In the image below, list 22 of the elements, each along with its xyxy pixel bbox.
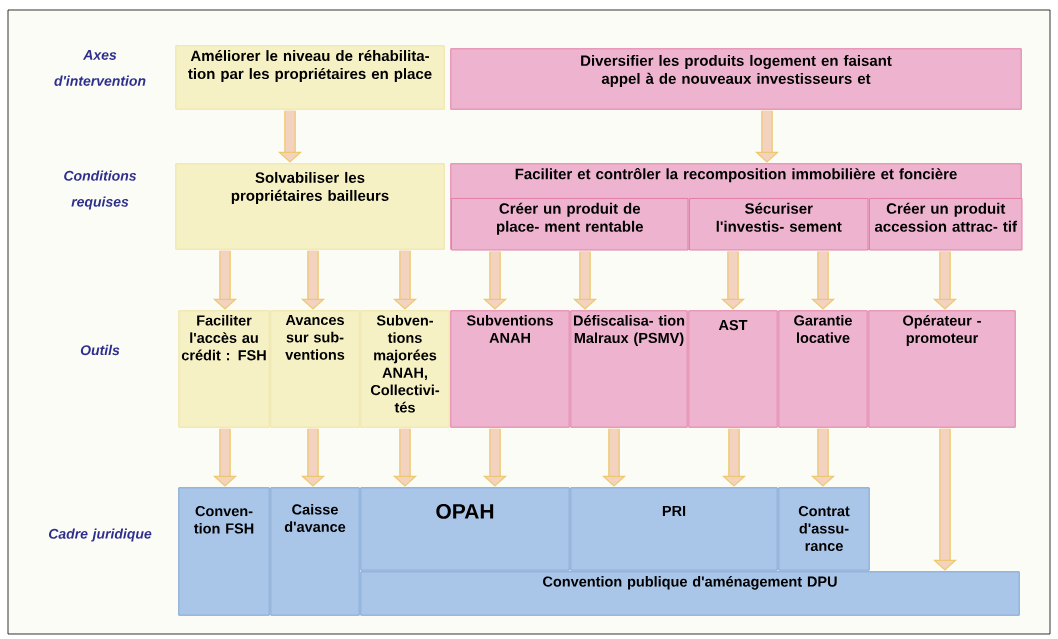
row-label: Axes d'intervention — [54, 50, 146, 86]
tool-box: Faciliter l'accès au crédit : FSH — [178, 310, 270, 428]
condition-box: Solvabiliser les propriétaires bailleurs — [175, 163, 445, 250]
row-label: Conditions requises — [64, 170, 137, 210]
goal-box: Diversifier les produits logement en faisant appel à de nouveaux investisseurs et — [450, 48, 1022, 110]
tool-box: AST — [688, 310, 778, 428]
tool-box: Défiscalisa- tion Malraux (PSMV) — [570, 310, 688, 428]
legal-box: OPAH — [360, 487, 570, 571]
tool-box: Subven- tions majorées ANAH, Collectivi- tés — [360, 310, 450, 428]
tool-box: Avances sur sub- ventions — [270, 310, 360, 428]
condition-box: Sécuriser l'investis- sement — [689, 198, 869, 251]
condition-box: Créer un produit de place- ment rentable — [451, 198, 689, 251]
tool-box: Opérateur - promoteur — [868, 310, 1016, 428]
legal-box: Caisse d'avance — [270, 487, 360, 616]
tool-box: Subventions ANAH — [450, 310, 570, 428]
condition-box: Créer un produit accession attrac- tif — [869, 198, 1023, 251]
row-label: Cadre juridique — [48, 528, 152, 542]
legal-box: Contrat d'assu- rance — [778, 487, 870, 571]
goal-box: Améliorer le niveau de réhabilita- tion par les propriétaires en place — [175, 45, 445, 110]
legal-box: Conven- tion FSH — [178, 487, 270, 616]
row-label: Outils — [80, 344, 120, 356]
tool-box: Garantie locative — [778, 310, 868, 428]
